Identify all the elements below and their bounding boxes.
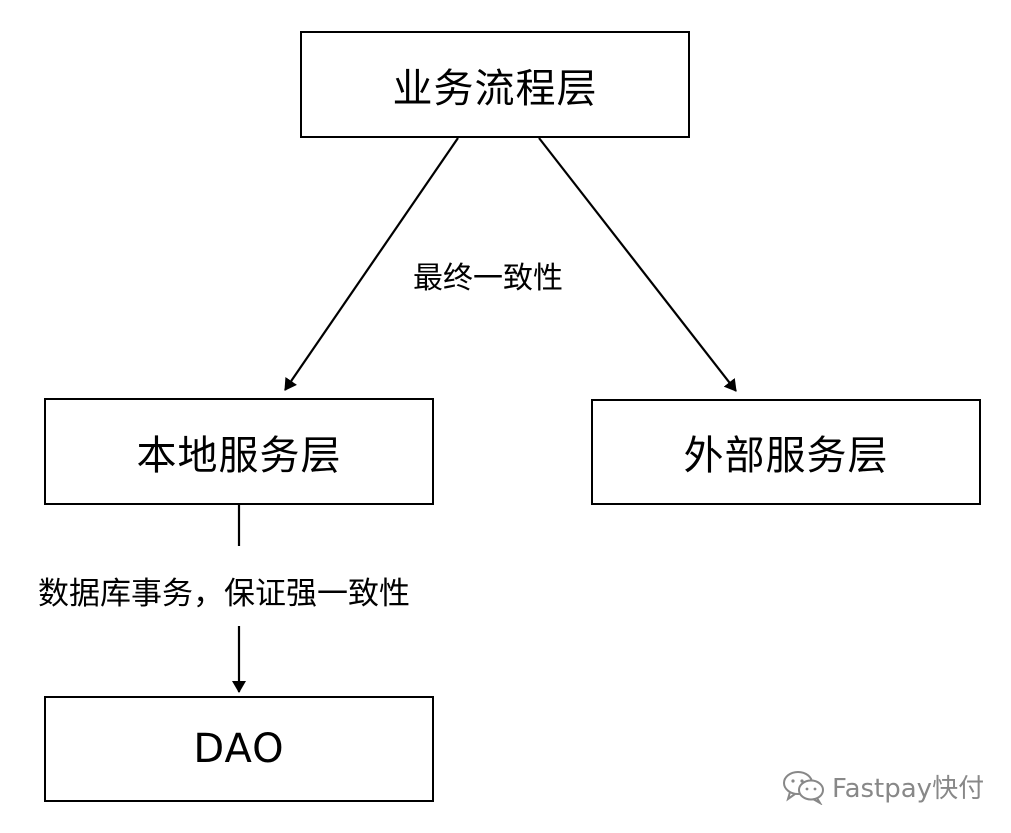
wechat-icon bbox=[783, 770, 824, 805]
eventual-consistency-label: 最终一致性 bbox=[413, 261, 563, 296]
arrow-to-local-service bbox=[284, 137, 459, 391]
watermark-text: Fastpay快付 bbox=[832, 774, 985, 804]
dao-layer-label: DAO bbox=[193, 726, 285, 772]
dao-layer-box: DAO bbox=[44, 696, 434, 802]
local-service-layer-label: 本地服务层 bbox=[136, 432, 342, 479]
local-service-layer-box: 本地服务层 bbox=[44, 398, 434, 505]
external-service-layer-box: 外部服务层 bbox=[591, 399, 981, 505]
business-flow-layer-label: 业务流程层 bbox=[392, 65, 598, 112]
db-transaction-label: 数据库事务，保证强一致性 bbox=[38, 576, 410, 612]
arrow-to-external-service bbox=[538, 137, 737, 392]
watermark: Fastpay快付 bbox=[782, 768, 984, 805]
external-service-layer-label: 外部服务层 bbox=[683, 433, 889, 479]
business-flow-layer-box: 业务流程层 bbox=[300, 31, 690, 138]
